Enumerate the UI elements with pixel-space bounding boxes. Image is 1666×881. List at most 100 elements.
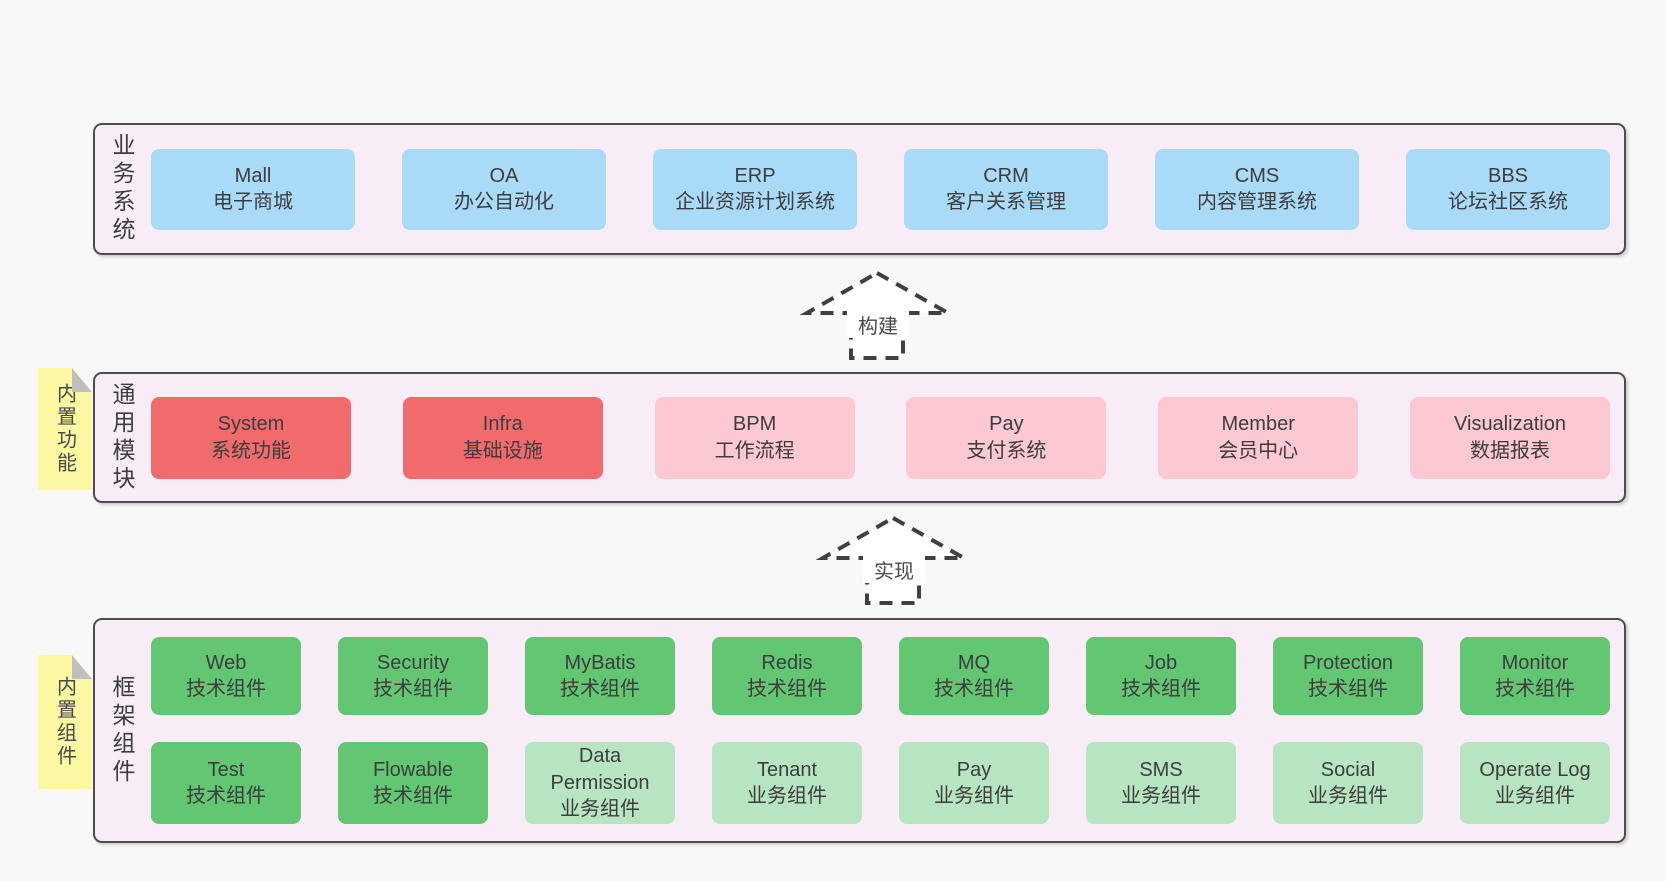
box-title: CMS [1234, 164, 1280, 187]
band-label-text: 通用模块 [109, 381, 135, 494]
box-test: Test 技术组件 [151, 742, 301, 824]
box-subtitle: 系统功能 [211, 439, 291, 462]
box-title: OA [489, 164, 519, 187]
box-subtitle: 会员中心 [1218, 439, 1299, 462]
band-common-modules: 通用模块 System 系统功能 Infra 基础设施 BPM 工作流程 Pay… [93, 372, 1626, 503]
box-protection: Protection 技术组件 [1273, 637, 1423, 715]
box-subtitle: 论坛社区系统 [1448, 191, 1568, 213]
box-security: Security 技术组件 [338, 637, 488, 715]
box-title: Security [376, 651, 450, 674]
box-visualization: Visualization 数据报表 [1409, 396, 1610, 479]
band-label-text: 业务系统 [109, 133, 135, 245]
box-data-permission: Data Permission 业务组件 [525, 742, 675, 824]
box-subtitle: 企业资源计划系统 [675, 191, 835, 213]
box-title: Member [1221, 413, 1295, 436]
box-subtitle: 业务组件 [747, 785, 827, 807]
box-subtitle: 工作流程 [714, 439, 795, 462]
arrow-build-label: 构建 [847, 310, 909, 338]
box-subtitle: 技术组件 [934, 678, 1014, 700]
box-system: System 系统功能 [151, 396, 351, 479]
box-monitor: Monitor 技术组件 [1460, 637, 1610, 715]
box-title: Infra [482, 413, 523, 436]
sticky-note-built-in-components: 内置组件 [38, 655, 92, 789]
box-redis: Redis 技术组件 [712, 637, 862, 715]
box-title: CRM [983, 164, 1029, 187]
band-business-systems: 业务系统 Mall 电子商城 OA 办公自动化 ERP 企业资源计划系统 CRM… [93, 123, 1626, 255]
box-title: Protection [1302, 651, 1394, 674]
box-job: Job 技术组件 [1086, 637, 1236, 715]
components-row-2: Test 技术组件 Flowable 技术组件 Data Permission … [151, 742, 1610, 824]
box-subtitle: 技术组件 [373, 678, 453, 700]
box-bpm: BPM 工作流程 [654, 396, 855, 479]
box-title: Operate Log [1479, 758, 1591, 781]
box-title: Mall [234, 164, 272, 187]
box-title: SMS [1139, 758, 1183, 781]
box-subtitle: 内容管理系统 [1197, 191, 1317, 213]
box-subtitle: 电子商城 [213, 191, 293, 213]
box-subtitle: 技术组件 [1121, 678, 1201, 700]
box-title: MyBatis [564, 651, 636, 674]
box-subtitle: 业务组件 [560, 798, 640, 821]
box-title: Visualization [1454, 413, 1566, 436]
components-row-1: Web 技术组件 Security 技术组件 MyBatis 技术组件 Redi… [151, 637, 1610, 715]
box-title: ERP [734, 164, 776, 187]
box-subtitle: 技术组件 [373, 785, 453, 807]
box-mq: MQ 技术组件 [899, 637, 1049, 715]
components-boxes-grid: Web 技术组件 Security 技术组件 MyBatis 技术组件 Redi… [149, 620, 1624, 841]
box-web: Web 技术组件 [151, 637, 301, 715]
box-title: Data Permission [550, 745, 650, 794]
sticky-note-built-in-features: 内置功能 [38, 368, 92, 490]
box-subtitle: 支付系统 [966, 439, 1047, 462]
box-subtitle: 基础设施 [462, 439, 543, 462]
business-boxes-row: Mall 电子商城 OA 办公自动化 ERP 企业资源计划系统 CRM 客户关系… [149, 125, 1624, 253]
band-label: 通用模块 [95, 374, 149, 501]
box-subtitle: 技术组件 [1308, 678, 1388, 700]
box-subtitle: 办公自动化 [454, 191, 554, 213]
band-label: 框架组件 [95, 620, 149, 841]
box-sms: SMS 业务组件 [1086, 742, 1236, 824]
arrow-build: 构建 [800, 266, 955, 362]
box-subtitle: 业务组件 [1121, 785, 1201, 807]
box-title: BBS [1487, 164, 1529, 187]
box-title: MQ [957, 651, 991, 674]
box-title: Flowable [372, 758, 454, 781]
box-oa: OA 办公自动化 [402, 148, 606, 230]
box-title: Pay [989, 413, 1024, 436]
box-subtitle: 技术组件 [1495, 678, 1575, 700]
box-pay: Pay 支付系统 [906, 396, 1107, 479]
box-subtitle: 客户关系管理 [946, 191, 1066, 213]
box-title: Monitor [1501, 651, 1569, 674]
box-title: Social [1320, 758, 1376, 781]
box-subtitle: 技术组件 [560, 678, 640, 700]
box-title: Tenant [756, 758, 818, 781]
box-title: Web [205, 651, 247, 674]
sticky-note-label: 内置组件 [53, 676, 76, 768]
box-title: BPM [732, 413, 777, 436]
box-pay-business: Pay 业务组件 [899, 742, 1049, 824]
box-mybatis: MyBatis 技术组件 [525, 637, 675, 715]
box-operate-log: Operate Log 业务组件 [1460, 742, 1610, 824]
box-subtitle: 技术组件 [747, 678, 827, 700]
box-bbs: BBS 论坛社区系统 [1406, 148, 1610, 230]
box-erp: ERP 企业资源计划系统 [653, 148, 857, 230]
box-title: Test [207, 758, 245, 781]
modules-boxes-row: System 系统功能 Infra 基础设施 BPM 工作流程 Pay 支付系统… [149, 374, 1624, 501]
arrow-implement-label: 实现 [863, 555, 925, 583]
box-subtitle: 数据报表 [1469, 439, 1550, 462]
band-label: 业务系统 [95, 125, 149, 253]
box-title: Redis [761, 651, 813, 674]
box-subtitle: 技术组件 [186, 678, 266, 700]
box-subtitle: 业务组件 [1308, 785, 1388, 807]
box-subtitle: 技术组件 [186, 785, 266, 807]
band-framework-components: 框架组件 Web 技术组件 Security 技术组件 MyBatis 技术组件… [93, 618, 1626, 843]
box-title: System [217, 413, 285, 436]
box-crm: CRM 客户关系管理 [904, 148, 1108, 230]
box-cms: CMS 内容管理系统 [1155, 148, 1359, 230]
arrow-implement: 实现 [816, 511, 971, 607]
box-mall: Mall 电子商城 [151, 148, 355, 230]
box-subtitle: 业务组件 [1495, 785, 1575, 807]
box-title: Pay [956, 758, 992, 781]
box-social: Social 业务组件 [1273, 742, 1423, 824]
box-subtitle: 业务组件 [934, 785, 1014, 807]
box-flowable: Flowable 技术组件 [338, 742, 488, 824]
